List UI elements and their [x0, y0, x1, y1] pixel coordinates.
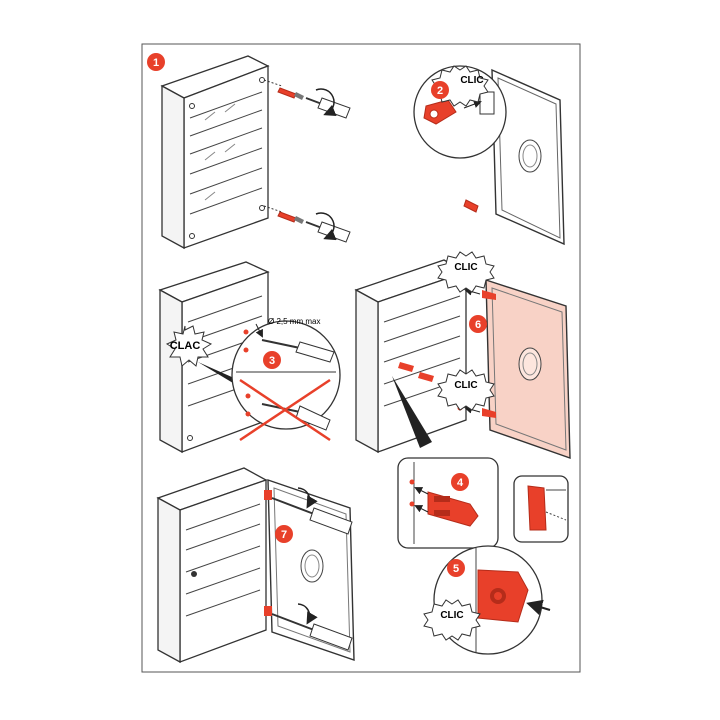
enclosure-box	[156, 467, 268, 664]
screwdriver-icon	[271, 603, 353, 651]
screw-icon	[277, 87, 304, 100]
clip-insert	[398, 362, 434, 382]
svg-text:2: 2	[437, 85, 443, 97]
hinge-clip-icon	[264, 490, 272, 500]
pointer-wedge	[392, 376, 432, 448]
burst-icon: CLIC	[437, 251, 495, 293]
burst-icon: CLIC	[423, 599, 481, 641]
cross-icon	[239, 378, 331, 442]
burst-icon: CLIC	[437, 369, 495, 411]
clic-label: CLIC	[454, 380, 477, 391]
burst-icon: CLAC	[165, 325, 213, 367]
clic-label: CLIC	[440, 610, 463, 621]
screw-icon	[277, 211, 304, 224]
svg-text:3: 3	[269, 355, 275, 367]
hinge-clip-icon	[482, 290, 496, 300]
hinge-clip-icon	[463, 199, 479, 213]
svg-text:1: 1	[153, 57, 159, 69]
panel-step4	[397, 457, 569, 549]
svg-text:7: 7	[281, 529, 287, 541]
step-badge-5: 5	[447, 559, 465, 577]
drill-diameter-label: Ø 2,5 mm max	[268, 317, 320, 326]
step-badge-7: 7	[275, 525, 293, 543]
step-badge-6: 6	[469, 315, 487, 333]
clac-label: CLAC	[170, 340, 201, 352]
screwdriver-icon	[271, 487, 353, 535]
svg-text:5: 5	[453, 563, 459, 575]
step-badge-1: 1	[147, 53, 165, 71]
panel-step6: CLIC CLIC	[354, 251, 571, 459]
step-badge-3: 3	[263, 351, 281, 369]
drill-spec: Ø 2,5 mm max	[243, 317, 320, 417]
step-badge-2: 2	[431, 81, 449, 99]
clic-label: CLIC	[454, 262, 477, 273]
screwdriver-icon	[305, 88, 351, 119]
screwdriver-icon	[261, 339, 335, 363]
hinge-clip-icon	[427, 491, 479, 527]
step-badge-4: 4	[451, 473, 469, 491]
enclosure-box	[354, 259, 468, 454]
hinge-clip-icon	[264, 606, 272, 616]
page-frame	[141, 43, 581, 673]
panel-step3: CLAC Ø 2,5 mm max	[158, 261, 341, 454]
svg-text:6: 6	[475, 319, 481, 331]
clic-label: CLIC	[460, 75, 483, 86]
hinge-clip-icon	[423, 91, 495, 125]
panel-step7	[156, 467, 355, 664]
screwdriver-icon	[305, 212, 351, 243]
panel-step1	[160, 55, 351, 250]
enclosure-box	[160, 55, 270, 250]
hinge-clip-icon	[477, 569, 529, 623]
door	[491, 68, 565, 246]
door	[485, 279, 571, 459]
hinge-clip-icon	[482, 408, 496, 418]
svg-text:4: 4	[457, 477, 464, 489]
panel-step5: CLIC	[423, 545, 551, 655]
